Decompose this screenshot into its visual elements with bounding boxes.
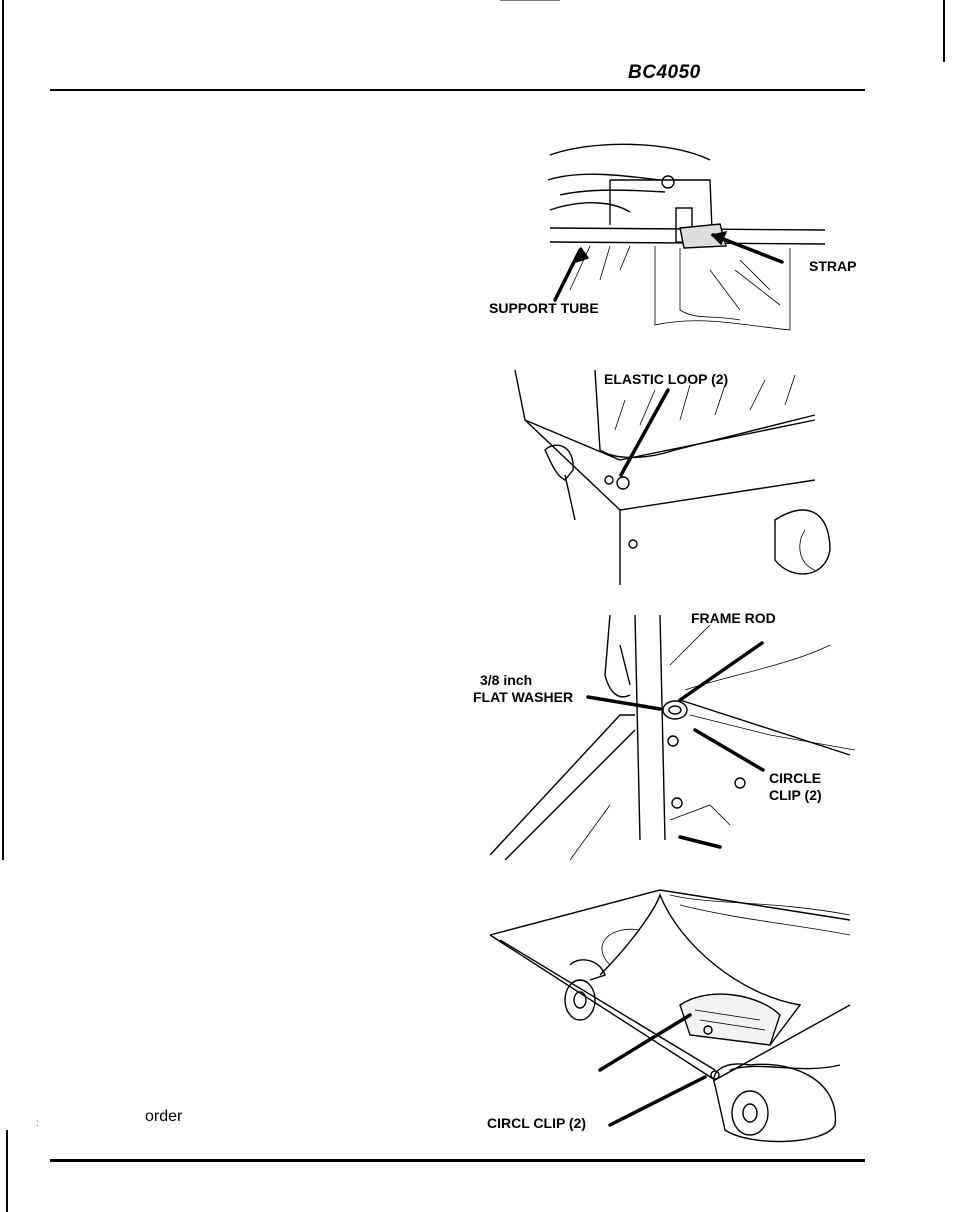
strap-illustration	[547, 143, 826, 331]
elastic-loop-label: ELASTIC LOOP (2)	[604, 371, 729, 387]
flat-washer-label: FLAT WASHER	[473, 689, 574, 705]
circle-clip-label-line1: CIRCLE	[769, 770, 822, 786]
support-tube-label: SUPPORT TUBE	[489, 300, 599, 316]
header-rule	[50, 89, 865, 91]
frame-rod-illustration	[489, 614, 856, 861]
circle-clip-label-line2: CLIP (2)	[769, 787, 822, 803]
figure-frame-rod: FRAME ROD 3/8 inch FLAT WASHER CIRCLE CL…	[470, 605, 856, 865]
strap-label: STRAP	[809, 258, 857, 274]
scan-mark: :	[36, 1118, 39, 1129]
frame-rod-label: FRAME ROD	[691, 610, 776, 626]
right-corner-bar	[943, 0, 945, 62]
cart-illustration	[489, 889, 851, 1143]
washer-size-label: 3/8 inch	[480, 672, 533, 688]
circl-clip-label: CIRCL CLIP (2)	[487, 1115, 587, 1131]
figure-strap: STRAP SUPPORT TUBE	[480, 120, 856, 350]
top-scan-line	[500, 0, 560, 1]
elastic-loop-illustration	[514, 369, 831, 585]
figure-elastic-loop: ELASTIC LOOP (2)	[505, 360, 835, 585]
footer-rule	[50, 1159, 865, 1162]
figure-cart: CIRCL CLIP (2)	[480, 885, 855, 1145]
left-margin-bar-bottom	[6, 1130, 8, 1212]
left-margin-bar-top	[2, 0, 4, 860]
body-text-fragment: order	[145, 1108, 183, 1125]
model-number: BC4050	[628, 62, 701, 83]
